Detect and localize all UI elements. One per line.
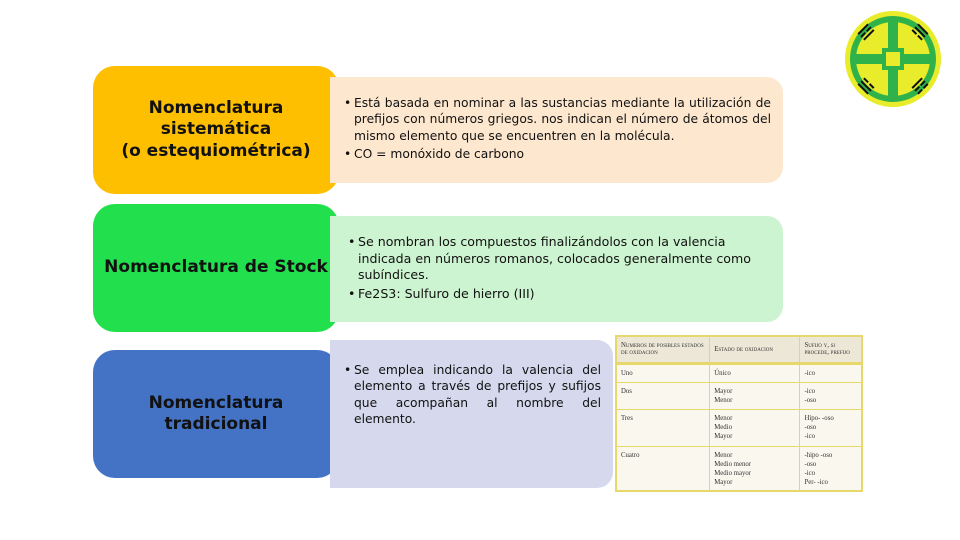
table-cell-affixes: -ico -oso	[799, 382, 861, 411]
table-cell-states: Único	[709, 363, 800, 383]
state-value: Medio	[714, 424, 732, 432]
state-value: Medio mayor	[714, 469, 752, 477]
stock-bullet-definition: Se nombran los compuestos finalizándolos…	[348, 234, 771, 284]
affix-value: Per- -ico	[804, 479, 828, 487]
table-row: Tres Menor Medio Mayor Hipo- -oso -oso -…	[617, 409, 861, 447]
affix-value: -oso	[804, 460, 817, 468]
stock-title: Nomenclatura de Stock	[104, 257, 328, 278]
affix-value: -ico	[804, 369, 816, 377]
table-row: Dos Mayor Menor -ico -oso	[617, 382, 861, 411]
affix-value: -ico	[804, 433, 816, 441]
tradicional-title-box: Nomenclatura tradicional	[93, 350, 339, 478]
stock-bullet-list: Se nombran los compuestos finalizándolos…	[348, 234, 771, 303]
sistematica-title-line2: (o estequiométrica)	[121, 140, 311, 161]
tradicional-title: Nomenclatura tradicional	[148, 392, 284, 434]
state-value: Único	[714, 369, 731, 377]
stock-bullet-example: Fe2S3: Sulfuro de hierro (III)	[348, 286, 771, 303]
affix-value: -oso	[804, 424, 817, 432]
state-value: Menor	[714, 451, 733, 459]
bagua-trigram-emblem-icon	[844, 10, 942, 108]
table-cell-states: Menor Medio menor Medio mayor Mayor	[709, 446, 800, 493]
table-cell-count: Cuatro	[617, 446, 710, 493]
affix-value: -ico	[804, 387, 816, 395]
header-suffix-prefix: Sufijo y, si procede, prefijo	[799, 337, 861, 365]
tradicional-bullet-definition: Se emplea indicando la valencia del elem…	[344, 362, 601, 427]
table-cell-affixes: -ico	[799, 363, 861, 383]
sistematica-bullet-list: Está basada en nominar a las sustancias …	[344, 95, 771, 163]
table-cell-count: Uno	[617, 363, 710, 383]
state-value: Menor	[714, 396, 733, 404]
header-oxidation-state: Estado de oxidacion	[709, 337, 800, 365]
affix-value: -oso	[804, 396, 817, 404]
state-value: Mayor	[714, 387, 733, 395]
sistematica-bullet-example: CO = monóxido de carbono	[344, 146, 771, 163]
affix-value: -hipo -oso	[804, 451, 833, 459]
table-row: Uno Único -ico	[617, 363, 861, 383]
table-cell-states: Menor Medio Mayor	[709, 409, 800, 447]
table-row: Cuatro Menor Medio menor Medio mayor May…	[617, 446, 861, 493]
table-cell-affixes: -hipo -oso -oso -ico Per- -ico	[799, 446, 861, 493]
table-cell-affixes: Hipo- -oso -oso -ico	[799, 409, 861, 447]
sistematica-title-box: Nomenclatura sistemática (o estequiométr…	[93, 66, 339, 194]
table-cell-count: Tres	[617, 409, 710, 447]
stock-content-box: Se nombran los compuestos finalizándolos…	[330, 216, 783, 322]
state-value: Menor	[714, 415, 733, 423]
state-value: Mayor	[714, 479, 733, 487]
affix-value: -ico	[804, 469, 816, 477]
table-cell-count: Dos	[617, 382, 710, 411]
oxidation-suffix-table: Numeros de posibles estados de oxidacion…	[615, 335, 863, 493]
tradicional-bullet-list: Se emplea indicando la valencia del elem…	[344, 362, 601, 427]
sistematica-content-box: Está basada en nominar a las sustancias …	[330, 77, 783, 183]
state-value: Mayor	[714, 433, 733, 441]
table-header-row: Numeros de posibles estados de oxidacion…	[617, 337, 861, 365]
header-possible-states: Numeros de posibles estados de oxidacion	[617, 337, 710, 365]
sistematica-title-line1: Nomenclatura sistemática	[148, 98, 284, 140]
table-cell-states: Mayor Menor	[709, 382, 800, 411]
sistematica-bullet-definition: Está basada en nominar a las sustancias …	[344, 95, 771, 144]
affix-value: Hipo- -oso	[804, 415, 834, 423]
tradicional-content-box: Se emplea indicando la valencia del elem…	[330, 340, 613, 488]
stock-title-box: Nomenclatura de Stock	[93, 204, 339, 332]
state-value: Medio menor	[714, 460, 752, 468]
